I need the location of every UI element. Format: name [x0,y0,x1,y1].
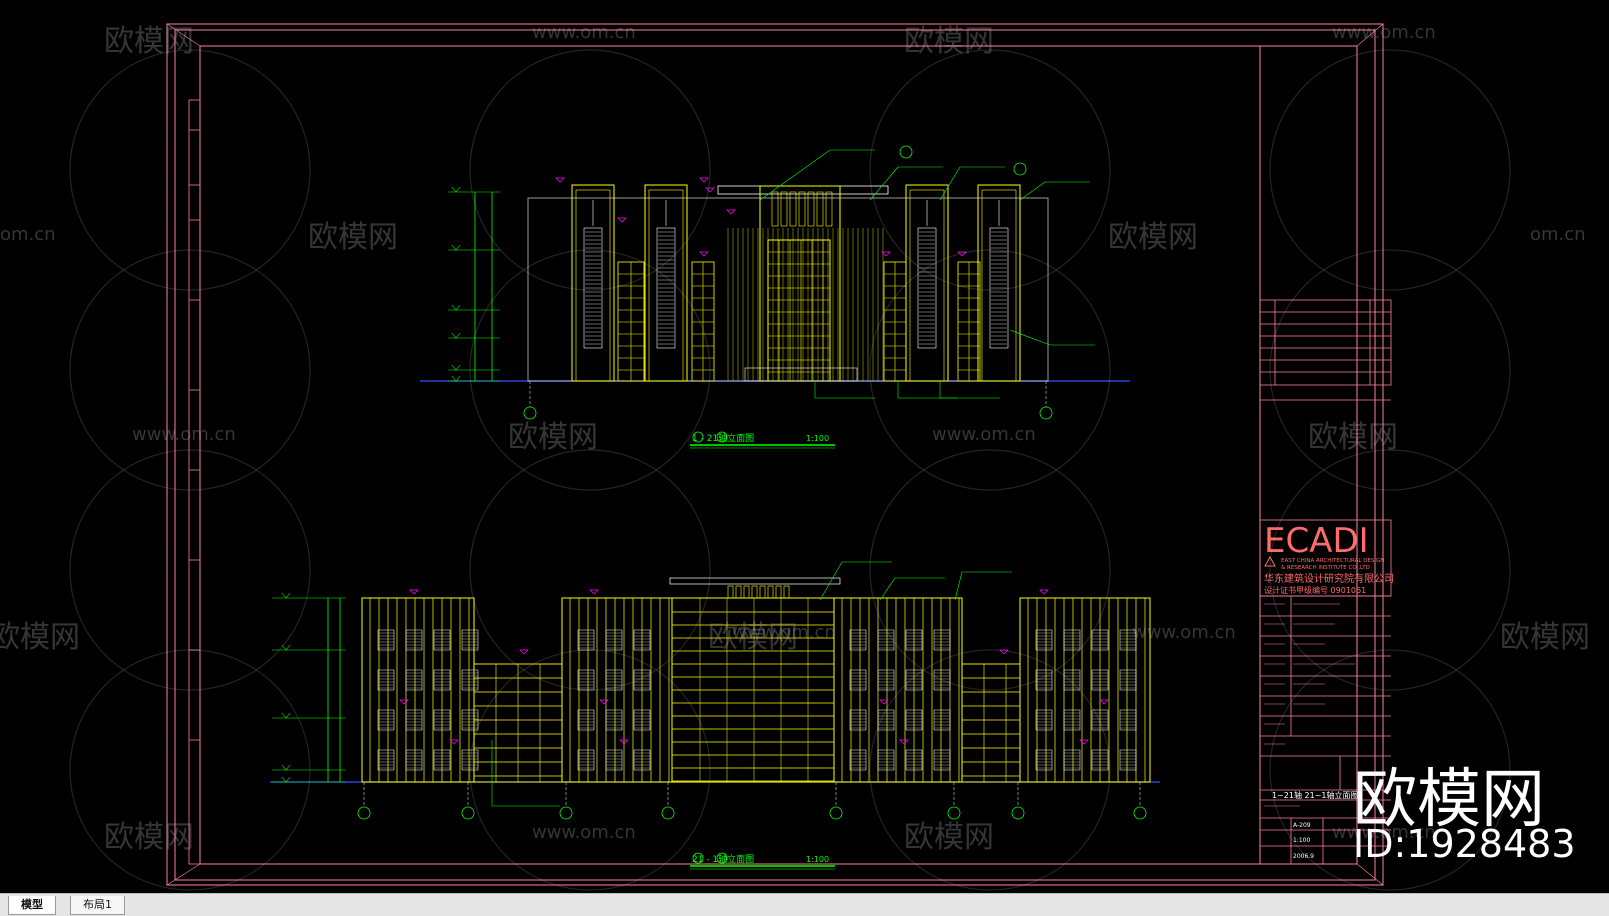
elevation-bottom-scale: 1:100 [806,855,829,864]
level-marker [957,251,967,257]
drawing-title-bottom: 21 - 1轴立面图 1:100 [690,852,835,870]
fin-block [361,597,479,783]
certificate-number: 设计证书甲级编号 0901061 [1264,585,1366,595]
drawing-number: A-209 [1293,822,1311,829]
detail-bubble [1013,162,1027,176]
level-marker [1079,739,1089,745]
level-marker [449,739,459,745]
level-marker [1099,699,1109,705]
drawing-frame [166,23,1384,886]
tower-bay [571,184,615,382]
level-marker [881,251,891,257]
watermark-rings [69,49,1511,891]
level-marker [617,217,627,223]
window-grid [961,663,1021,783]
level-marker [879,699,889,705]
axis-bubble [461,782,475,820]
scale-value: 1:100 [1293,837,1310,844]
fin-block [833,597,963,783]
level-marker [589,589,599,595]
dimension-chain [448,186,500,382]
level-marker [555,177,565,183]
level-marker [999,649,1009,655]
window-grid [473,663,563,783]
level-marker [699,251,709,257]
level-marker [899,739,909,745]
level-marker [699,177,709,183]
tower-bay [644,184,688,382]
cad-model-space[interactable]: 1 - 21轴立面图 1:100 21 - 1轴立面图 1:100 [0,0,1609,893]
sheet-title: 1~21轴 21~1轴立面图 [1272,790,1359,800]
tower-bay [977,184,1021,382]
elevation-top [420,145,1130,420]
window-grid [617,261,645,382]
detail-bubble [899,145,913,159]
level-marker [519,649,529,655]
title-block: ECADI EAST CHINA ARCHITECTURAL DESIGN & … [1259,299,1394,864]
central-mass [669,577,841,783]
level-marker [705,187,715,193]
axis-bubble [523,381,537,420]
axis-bubble [1039,381,1053,420]
window-grid [883,261,907,382]
elevation-top-scale: 1:100 [806,434,829,443]
tab-layout1[interactable]: 布局1 [70,896,125,915]
axis-bubble [1133,782,1147,820]
company-en-1: EAST CHINA ARCHITECTURAL DESIGN [1281,558,1384,564]
axis-bubble [1011,782,1025,820]
drawing-title-top: 1 - 21轴立面图 1:100 [690,431,835,449]
annotation-leaders [759,149,1095,399]
window-grid [957,261,981,382]
central-entrance [717,185,889,382]
fin-block [1019,597,1151,783]
tab-model[interactable]: 模型 [8,896,56,915]
level-marker [726,209,736,215]
annotation-leaders [491,561,1012,807]
company-en-2: & RESEARCH INSTITUTE CO.,LTD [1281,565,1370,571]
date-value: 2006.9 [1293,853,1314,860]
level-marker [619,739,629,745]
level-marker [599,699,609,705]
axis-bubble [829,782,843,820]
level-marker [399,699,409,705]
company-logo: ECADI [1264,521,1369,561]
layout-tab-bar: 模型 布局1 [0,893,1609,916]
axis-bubble [559,782,573,820]
level-marker [1039,589,1049,595]
elevation-bottom [270,561,1160,820]
dimension-chain [272,592,346,783]
elevation-top-title: 1 - 21轴立面图 [692,432,754,444]
window-grid [691,261,715,382]
tower-bay [905,184,949,382]
axis-bubble [947,782,961,820]
axis-bubble [357,782,371,820]
cad-drawing[interactable]: 1 - 21轴立面图 1:100 21 - 1轴立面图 1:100 [0,0,1609,893]
logo-mark-icon [1264,555,1276,567]
left-revision-strip [188,99,201,865]
elevation-bottom-title: 21 - 1轴立面图 [692,853,754,865]
company-cn: 华东建筑设计研究院有限公司 [1264,572,1394,585]
level-marker [409,589,419,595]
axis-bubble [661,782,675,820]
